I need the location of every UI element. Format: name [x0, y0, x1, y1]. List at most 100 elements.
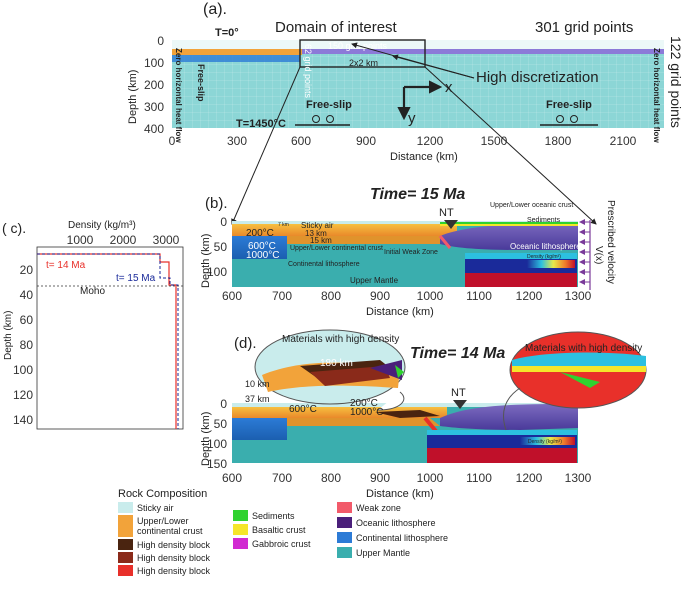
oceanic-crust-label: Upper/Lower oceanic crust — [490, 202, 573, 209]
svg-text:1000: 1000 — [417, 471, 444, 485]
legend-item-basaltic-crust: Basaltic crust — [233, 524, 306, 535]
svg-text:1000: 1000 — [417, 289, 444, 303]
svg-text:300: 300 — [227, 134, 247, 148]
d-t200: 200°C — [350, 398, 378, 409]
svg-text:1800: 1800 — [545, 134, 572, 148]
free-slip-bottom-1: Free-slip — [306, 99, 352, 111]
svg-text:2000: 2000 — [110, 233, 137, 247]
panel-c-title: Density (kg/m³) — [68, 220, 136, 231]
svg-text:900: 900 — [370, 471, 390, 485]
upper-mantle-label: Upper Mantle — [350, 276, 399, 285]
materials-label-right: Materials with high density — [525, 343, 642, 354]
nt-marker-d — [453, 400, 467, 409]
zoom-ellipse-right — [509, 331, 647, 409]
svg-text:1500: 1500 — [481, 134, 508, 148]
grid-x-label: 301 grid points — [535, 19, 633, 36]
svg-text:20: 20 — [20, 263, 34, 277]
d-t1000: 1000°C — [350, 407, 383, 418]
axis-x-symbol: x — [445, 79, 453, 96]
legend-title: Rock Composition — [118, 488, 208, 500]
svg-text:2100: 2100 — [610, 134, 637, 148]
grid62-label: 62 grid points — [303, 44, 313, 99]
oceanic-litho-label: Oceanic lithosphere — [510, 242, 581, 251]
km10-label: 10 km — [245, 379, 270, 389]
panel-d-label: (d). — [234, 335, 257, 352]
legend-swatch — [118, 502, 133, 513]
svg-text:900: 900 — [370, 289, 390, 303]
svg-text:900: 900 — [356, 134, 376, 148]
upper-lower-crust-label: Upper/Lower continental crust — [290, 245, 383, 252]
t-bottom-label: T=1450°C — [236, 118, 286, 130]
velocity-arrows — [579, 219, 591, 290]
panel-d-inset-title: Density (kg/m³) — [528, 439, 562, 445]
legend-swatch — [118, 515, 133, 537]
panel-b-model — [232, 221, 578, 287]
legend-swatch — [233, 538, 248, 549]
panel-c-xticks: 1000 2000 3000 — [67, 233, 180, 247]
svg-text:600: 600 — [222, 471, 242, 485]
svg-text:1200: 1200 — [516, 289, 543, 303]
svg-text:1200: 1200 — [516, 471, 543, 485]
svg-text:1000: 1000 — [67, 233, 94, 247]
panel-a-label: (a). — [203, 1, 227, 18]
panel-b-xticks: 600 700 800 900 1000 1100 1200 1300 — [222, 289, 592, 303]
legend-15ma: t= 15 Ma — [116, 273, 156, 284]
svg-text:600: 600 — [222, 289, 242, 303]
vx-label: V(x) — [593, 246, 604, 264]
legend-item-high-density-1: High density block — [118, 539, 210, 550]
moho-label: Moho — [80, 286, 105, 297]
svg-text:40: 40 — [20, 288, 34, 302]
svg-text:200: 200 — [144, 78, 164, 92]
panel-d-yticks: 0 50 100 150 — [207, 397, 227, 471]
svg-text:1100: 1100 — [466, 471, 492, 485]
panel-b-xlabel: Distance (km) — [366, 306, 434, 318]
left-bc-label: Zero horizontal heat flow — [174, 48, 183, 143]
nt-label-d: NT — [451, 387, 466, 399]
svg-text:800: 800 — [321, 471, 341, 485]
panel-d-model — [232, 403, 578, 463]
legend-item-oceanic-lithosphere: Oceanic lithosphere — [337, 517, 436, 528]
panel-a-xticks: 0 300 600 900 1200 1500 1800 2100 — [169, 134, 637, 148]
panel-b-inset-title: Density (kg/m³) — [527, 254, 561, 260]
nt-marker-b — [444, 220, 458, 229]
legend-14ma: t= 14 Ma — [46, 260, 86, 271]
weak-zone-label: Initial Weak Zone — [384, 249, 438, 256]
legend-item-sticky-air: Sticky air — [118, 502, 174, 513]
km13-label: 13 km — [305, 229, 327, 238]
grid-y-label: 122 grid points — [668, 36, 684, 128]
svg-text:3000: 3000 — [153, 233, 180, 247]
legend-item-continental-lithosphere: Continental lithosphere — [337, 532, 448, 543]
prescribed-velocity-label: Prescribed velocity — [605, 200, 616, 284]
free-slip-bottom-2: Free-slip — [546, 99, 592, 111]
svg-text:100: 100 — [13, 363, 33, 377]
nt-label-b: NT — [439, 207, 454, 219]
svg-text:100: 100 — [207, 437, 227, 451]
svg-text:0: 0 — [220, 215, 227, 229]
t-top-label: T=0° — [215, 27, 239, 39]
svg-text:0: 0 — [220, 397, 227, 411]
legend-item-sediments: Sediments — [233, 510, 295, 521]
panel-a-xlabel: Distance (km) — [390, 151, 458, 163]
svg-text:120: 120 — [13, 388, 33, 402]
right-bc-label: Zero horizontal heat flow — [652, 48, 661, 143]
materials-label-left: Materials with high density — [282, 334, 399, 345]
svg-text:600: 600 — [291, 134, 311, 148]
panel-b-label: (b). — [205, 195, 228, 212]
axis-y-symbol: y — [408, 110, 416, 127]
panel-d-time: Time= 14 Ma — [410, 345, 505, 362]
svg-text:300: 300 — [144, 100, 164, 114]
d-t600: 600°C — [289, 404, 317, 415]
panel-d-xticks: 600 700 800 900 1000 1100 1200 1300 — [222, 471, 592, 485]
svg-text:1200: 1200 — [417, 134, 444, 148]
b-t600: 600°C — [248, 241, 276, 252]
b-t1000: 1000°C — [246, 250, 279, 261]
panel-c-ylabel: Depth (km) — [3, 311, 14, 360]
cell-label: 2x2 km — [349, 58, 378, 68]
svg-text:100: 100 — [207, 265, 227, 279]
svg-text:1100: 1100 — [466, 289, 492, 303]
svg-text:1300: 1300 — [565, 289, 592, 303]
legend-swatch — [337, 502, 352, 513]
km7-label: 7 km — [278, 222, 289, 228]
panel-c-label: ( c). — [2, 220, 26, 236]
